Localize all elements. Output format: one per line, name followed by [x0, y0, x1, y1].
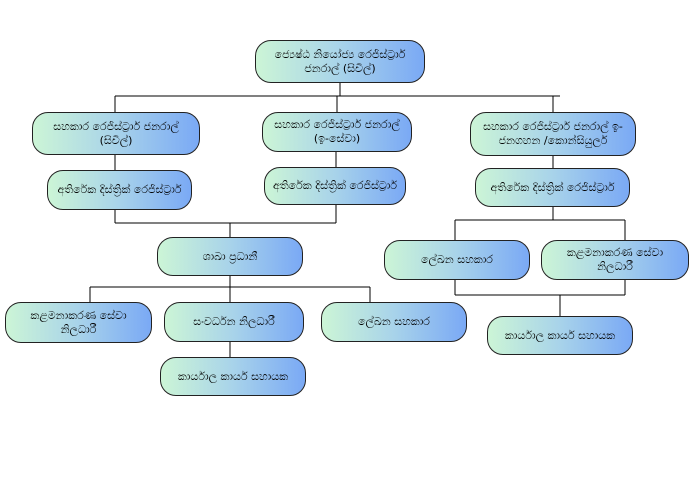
node-additional-district-registrar-1: අතිරේක දිස්ත්‍රික් රෙජිස්ට්‍රාර්	[47, 170, 192, 210]
node-asst-registrar-general-civil: සහකාර රෙජිස්ට්‍රාර් ජනරාල් (සිවිල්)	[32, 112, 200, 155]
node-additional-district-registrar-2: අතිරේක දිස්ත්‍රික් රෙජිස්ට්‍රාර්	[264, 167, 406, 205]
node-asst-registrar-general-census-consular: සහකාර රෙජිස්ට්‍රාර් ජනරාල් ඉ-ජනගහන /කොන්…	[470, 112, 636, 156]
node-branch-head: ශාඛා ප්‍රධානී	[157, 237, 303, 276]
node-clerical-assistant-1: ලේඛන සහකාර	[321, 302, 467, 342]
node-additional-district-registrar-3: අතිරේක දිස්ත්‍රික් රෙජිස්ට්‍රාර්	[475, 168, 630, 207]
node-office-assistant-1: කාර්යාල කාර්ය සහායක	[160, 357, 306, 396]
node-management-service-officer-2: කළමනාකරණ සේවා නිලධාරී	[541, 240, 689, 280]
node-development-officer: සංවර්ධන නිලධාරී	[164, 302, 304, 342]
node-clerical-assistant-2: ලේඛන සහකාර	[384, 240, 530, 280]
node-senior-deputy-registrar-general: ජ්‍යෙෂ්ඨ නියෝජ්‍ය රෙජිස්ට්‍රාර් ජනරාල් (…	[255, 40, 425, 83]
node-asst-registrar-general-eservices: සහකාර රෙජිස්ට්‍රාර් ජනරාල් (ඉ-සේවා)	[262, 112, 412, 152]
node-management-service-officer-1: කළමනාකරණ සේවා නිලධාරී	[5, 302, 152, 343]
node-office-assistant-2: කාර්යාල කාර්ය සහායක	[487, 316, 633, 355]
